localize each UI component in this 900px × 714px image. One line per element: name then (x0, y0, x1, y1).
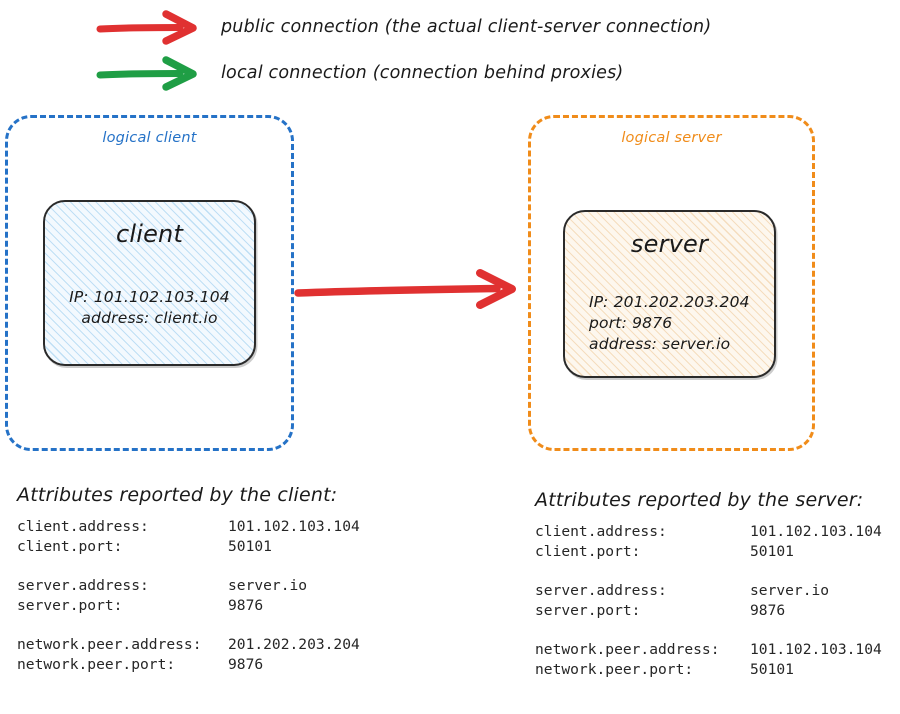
table-row: server.port: 9876 (535, 601, 882, 621)
server-attributes-table: client.address: 101.102.103.104 client.p… (535, 522, 882, 680)
attr-value: 50101 (750, 661, 794, 678)
table-row: server.address: server.io (535, 581, 882, 601)
table-row: client.port: 50101 (17, 537, 360, 557)
client-node: client IP: 101.102.103.104 address: clie… (43, 200, 256, 366)
logical-server-label: logical server (621, 130, 722, 146)
attr-value: 9876 (750, 602, 786, 619)
server-attributes-block: Attributes reported by the server: clien… (535, 489, 882, 680)
attr-key: client.port: (535, 543, 641, 560)
attr-value: 101.102.103.104 (750, 641, 882, 658)
attr-key: network.peer.address: (535, 641, 720, 658)
table-row: network.peer.address: 101.102.103.104 (535, 640, 882, 660)
client-node-address: address: client.io (81, 309, 218, 327)
attr-value: 50101 (750, 543, 794, 560)
attr-value: 101.102.103.104 (228, 518, 360, 535)
attr-value: 101.102.103.104 (750, 523, 882, 540)
legend-label-local: local connection (connection behind prox… (221, 63, 624, 83)
table-row-spacer (17, 616, 360, 635)
attr-key: network.peer.port: (535, 661, 694, 678)
attr-value: 201.202.203.204 (228, 636, 360, 653)
legend-item-public: public connection (the actual client-ser… (0, 8, 900, 48)
attr-value: server.io (228, 577, 308, 594)
attr-key: server.address: (535, 582, 667, 599)
server-node-ip: IP: 201.202.203.204 (589, 293, 750, 311)
legend: public connection (the actual client-ser… (0, 0, 900, 105)
attr-value: 50101 (228, 538, 272, 555)
logical-server-container: logical server (528, 115, 815, 451)
table-row: server.port: 9876 (17, 596, 360, 616)
table-row: network.peer.port: 9876 (17, 655, 360, 675)
table-row: server.address: server.io (17, 576, 360, 596)
table-row: client.address: 101.102.103.104 (17, 517, 360, 537)
green-arrow-icon (96, 54, 206, 94)
server-node: server IP: 201.202.203.204 port: 9876 ad… (563, 210, 776, 378)
logical-client-label: logical client (102, 130, 197, 146)
attr-key: client.address: (535, 523, 667, 540)
red-arrow-icon (96, 8, 206, 48)
table-row: client.address: 101.102.103.104 (535, 522, 882, 542)
logical-client-container: logical client (5, 115, 294, 451)
table-row-spacer (17, 557, 360, 576)
client-attributes-table: client.address: 101.102.103.104 client.p… (17, 517, 360, 675)
attr-value: 9876 (228, 597, 264, 614)
client-node-title: client (115, 220, 184, 248)
attr-key: network.peer.port: (17, 656, 176, 673)
table-row: network.peer.port: 50101 (535, 660, 882, 680)
client-node-ip: IP: 101.102.103.104 (69, 288, 230, 306)
legend-item-local: local connection (connection behind prox… (0, 54, 900, 94)
attr-key: network.peer.address: (17, 636, 202, 653)
legend-label-public: public connection (the actual client-ser… (221, 17, 712, 37)
server-node-details: IP: 201.202.203.204 port: 9876 address: … (565, 292, 774, 355)
red-arrow-icon (292, 262, 528, 322)
attr-key: server.port: (17, 597, 123, 614)
table-row: network.peer.address: 201.202.203.204 (17, 635, 360, 655)
client-node-details: IP: 101.102.103.104 address: client.io (45, 287, 254, 329)
client-attributes-block: Attributes reported by the client: clien… (17, 484, 360, 675)
server-node-title: server (630, 230, 709, 258)
attr-value: server.io (750, 582, 830, 599)
attr-key: client.port: (17, 538, 123, 555)
attr-key: client.address: (17, 518, 149, 535)
attr-key: server.address: (17, 577, 149, 594)
table-row-spacer (535, 621, 882, 640)
table-row: client.port: 50101 (535, 542, 882, 562)
client-attributes-heading: Attributes reported by the client: (17, 484, 338, 506)
attr-key: server.port: (535, 602, 641, 619)
table-row-spacer (535, 562, 882, 581)
server-attributes-heading: Attributes reported by the server: (535, 489, 864, 511)
server-node-address: address: server.io (589, 335, 731, 353)
server-node-port: port: 9876 (589, 314, 673, 332)
attr-value: 9876 (228, 656, 264, 673)
